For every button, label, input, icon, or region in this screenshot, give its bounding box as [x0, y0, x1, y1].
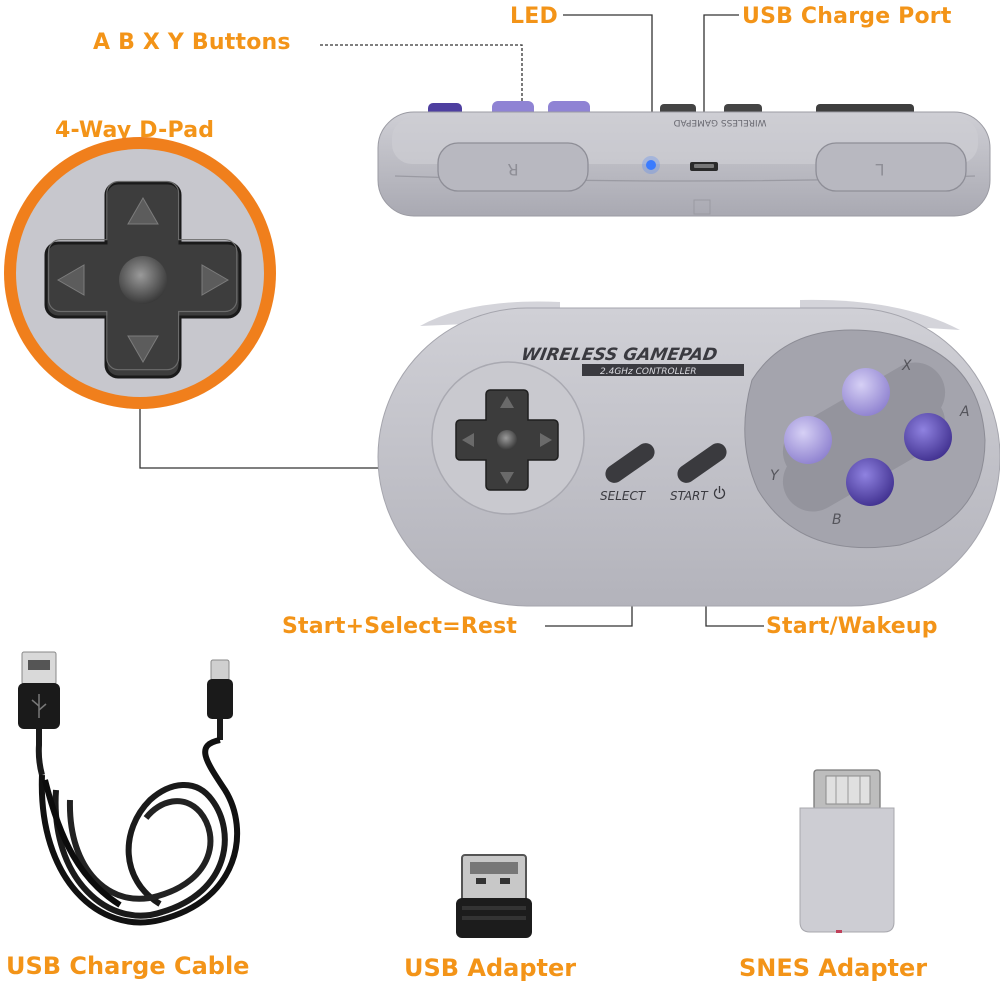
abxy-buttons-callout: A B X Y Buttons	[93, 30, 291, 55]
shoulder-r-button	[437, 142, 589, 192]
usb-charge-cable	[18, 651, 241, 926]
brand-title: WIRELESS GAMEPAD	[520, 345, 719, 365]
start-wakeup-callout: Start/Wakeup	[766, 614, 938, 639]
usb-charge-cable-caption: USB Charge Cable	[6, 952, 250, 980]
brand-subtitle-bar	[582, 364, 744, 376]
shoulder-r-label: R	[507, 160, 518, 179]
b-button	[846, 458, 894, 506]
select-button	[605, 443, 655, 483]
usb-symbol-icon	[31, 694, 47, 718]
y-label: Y	[770, 468, 780, 484]
start-button	[677, 443, 727, 483]
led-indicator	[646, 160, 656, 170]
controller-front-view: WIRELESS GAMEPAD 2.4GHz CONTROLLER SELEC…	[377, 299, 1000, 607]
shoulder-l-button	[815, 142, 967, 192]
dpad-small	[455, 389, 559, 491]
start-select-reset-callout: Start+Select=Rest	[282, 614, 518, 639]
usb-adapter-caption: USB Adapter	[404, 954, 577, 982]
start-label: START	[670, 489, 709, 503]
brand-subtitle: 2.4GHz CONTROLLER	[600, 367, 697, 377]
abxy-panel: X A B Y	[744, 329, 986, 549]
snes-adapter-caption: SNES Adapter	[739, 954, 928, 982]
x-label: X	[901, 358, 912, 374]
power-icon	[713, 486, 726, 499]
x-button	[842, 368, 890, 416]
b-label: B	[832, 512, 842, 528]
top-brand-mirrored: WIRELESS GAMEPAD	[673, 117, 766, 127]
shoulder-l-label: L	[875, 160, 884, 179]
led-callout: LED	[510, 4, 558, 29]
dpad-zoom	[4, 137, 276, 409]
a-button	[904, 413, 952, 461]
usb-charge-port-callout: USB Charge Port	[742, 4, 952, 29]
y-button	[784, 416, 832, 464]
snes-adapter	[799, 769, 895, 933]
a-label: A	[959, 404, 970, 420]
controller-top-view: R L WIRELESS GAMEPAD	[377, 101, 991, 217]
usb-adapter-dongle	[456, 854, 532, 938]
select-label: SELECT	[600, 489, 647, 503]
